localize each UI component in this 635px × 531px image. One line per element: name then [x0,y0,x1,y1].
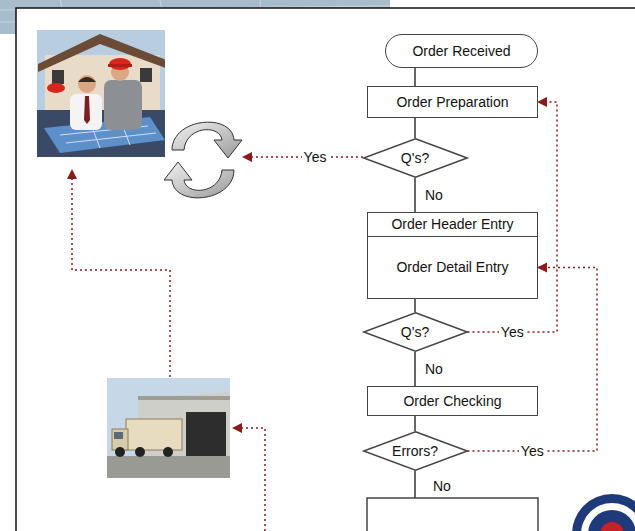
node-text: Order Header Entry [391,216,513,233]
flow-connector [414,68,416,86]
node-text: Order Detail Entry [396,259,508,276]
cycle-arrow [172,122,242,158]
flow-connector [414,416,416,431]
process-box: Order Header Entry [367,212,538,237]
builders-photo [37,30,165,157]
process-box: Order Checking [367,386,538,416]
logo [572,494,635,531]
decision-diamond: Errors? [363,431,468,471]
cycle-arrow [164,162,234,198]
diamond-shape [363,432,467,471]
flow-connector [414,178,416,212]
dotted-arrow [233,428,265,531]
flow-connector [414,118,416,138]
start-terminal: Order Received [385,34,538,68]
truck-photo [107,378,230,478]
diamond-shape [363,313,467,352]
panel [16,8,635,531]
flow-line [414,471,416,498]
edge-label: No [423,361,445,378]
flow-connector [414,299,416,312]
node-text: Q's? [401,150,429,167]
process-box [367,498,538,531]
node-text: Order Received [412,43,510,60]
process-box: Order Detail Entry [367,236,538,299]
process-box: Order Preparation [367,86,538,118]
decision-diamond: Q's? [363,312,468,352]
edge-label: Yes [499,324,526,341]
node-text: Order Checking [403,393,501,410]
edge-label: No [423,187,445,204]
flow-connector [414,352,416,386]
branch-label: Yes [302,149,329,166]
decision-diamond: Q's? [363,138,468,178]
node-text: Errors? [392,443,438,460]
diamond-shape [363,139,467,178]
edge-label: Yes [519,443,546,460]
branch-label: No [431,478,453,495]
node-text: Q's? [401,324,429,341]
dotted-arrow [72,170,170,377]
node-text: Order Preparation [396,94,508,111]
